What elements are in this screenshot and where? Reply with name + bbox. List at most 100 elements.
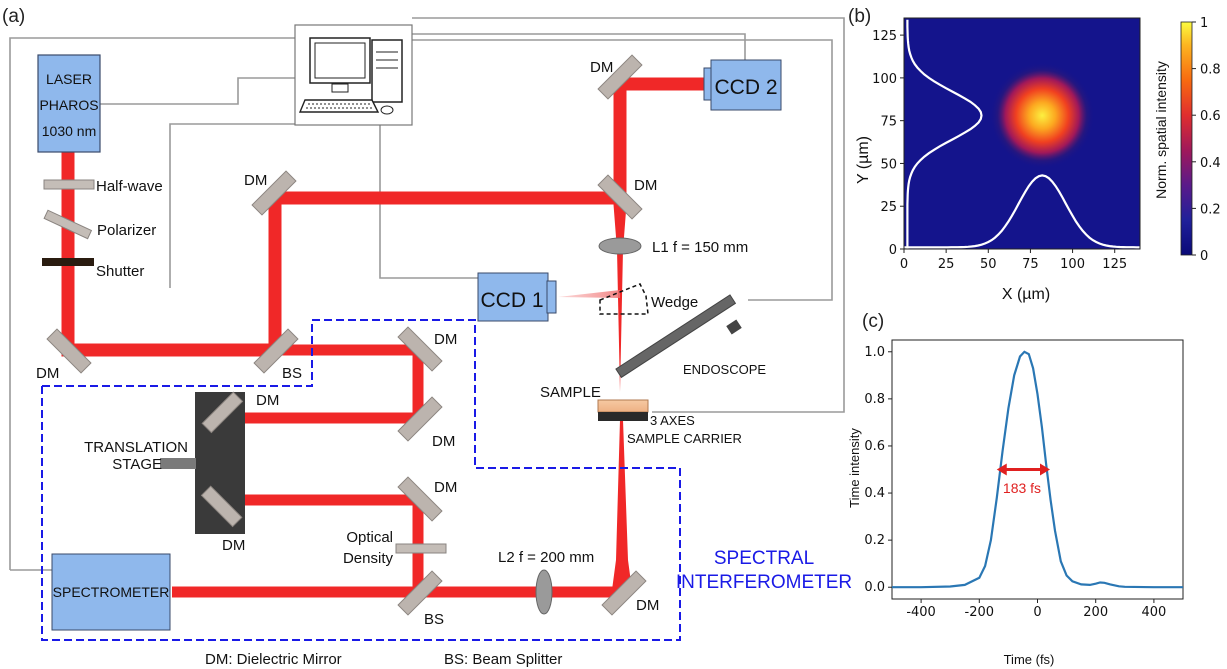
lens-l1	[598, 237, 642, 255]
cables	[9, 17, 845, 571]
x-tick-label: 50	[980, 257, 997, 272]
shutter	[42, 258, 94, 266]
colorbar-tick-label: 0.2	[1200, 202, 1221, 217]
heatmap-frame	[903, 17, 1141, 250]
sample-label: SAMPLE	[540, 384, 601, 401]
x-tick-label: -400	[906, 605, 936, 620]
pulse-curve	[892, 350, 1183, 589]
y-tick-label: 0.2	[864, 533, 885, 548]
computer-icon	[294, 24, 413, 126]
colorbar-tick-label: 0.4	[1200, 156, 1221, 171]
polarizer	[43, 209, 93, 240]
ccd1-camera: CCD 1	[477, 272, 620, 322]
y-tick-label: 125	[872, 29, 897, 44]
od-label-2: Density	[343, 550, 394, 567]
dm-label: DM	[222, 537, 245, 554]
y-profile-curve	[906, 19, 983, 249]
colorbar-tick-label: 0	[1200, 249, 1208, 264]
endoscope-label: ENDOSCOPE	[683, 362, 766, 377]
half-wave-label: Half-wave	[96, 178, 163, 195]
fwhm-arrow-left	[996, 463, 1007, 476]
dm-label: DM	[244, 172, 267, 189]
dm-label: DM	[434, 479, 457, 496]
y-tick-label: 0.6	[864, 439, 885, 454]
interferometer-label-1: SPECTRAL	[714, 548, 814, 569]
laser-line-2: PHAROS	[39, 97, 98, 113]
y-tick-label: 100	[872, 72, 897, 87]
dm-label: DM	[590, 59, 613, 76]
line-ylabel: Time intensity	[847, 428, 862, 508]
x-tick-label: 125	[1102, 257, 1127, 272]
dm-label: DM	[634, 177, 657, 194]
bs-label: BS	[424, 611, 444, 628]
y-tick-label: 25	[880, 200, 897, 215]
polarizer-label: Polarizer	[97, 222, 156, 239]
heatmap-xlabel: X (µm)	[1002, 286, 1050, 303]
dm-label: DM	[636, 597, 659, 614]
colorbar-tick-label: 0.6	[1200, 109, 1221, 124]
x-tick-label: 100	[1060, 257, 1085, 272]
colorbar-tick-label: 0.8	[1200, 63, 1221, 78]
focused-beam-2	[612, 420, 632, 590]
translation-stage: TRANSLATION STAGE	[84, 391, 245, 534]
x-tick-label: -200	[965, 605, 995, 620]
lens-l2	[535, 569, 553, 615]
y-tick-label: 75	[880, 115, 897, 130]
y-tick-label: 0.8	[864, 392, 885, 407]
line-xlabel: Time (fs)	[1004, 652, 1055, 667]
od-label-1: Optical	[346, 529, 393, 546]
laser-line-3: 1030 nm	[42, 123, 96, 139]
ccd1-label: CCD 1	[480, 289, 543, 312]
mirrors	[46, 54, 647, 616]
dm-label: DM	[256, 392, 279, 409]
setup-diagram: (a)	[2, 6, 852, 668]
fwhm-arrow-right	[1040, 463, 1051, 476]
y-tick-label: 1.0	[864, 345, 885, 360]
legend-bs: BS: Beam Splitter	[444, 651, 562, 668]
spectrometer-label: SPECTROMETER	[53, 584, 170, 600]
interferometer-boundary	[41, 319, 681, 641]
x-tick-label: 0	[1033, 605, 1041, 620]
laser-source: LASER PHAROS 1030 nm	[37, 54, 101, 153]
lens-l1-label: L1 f = 150 mm	[652, 239, 748, 256]
mirror-labels: DM DM DM DM BS DM DM DM DM DM BS DM	[36, 59, 659, 628]
colorbar	[1180, 21, 1193, 256]
carrier-label-2: SAMPLE CARRIER	[627, 431, 742, 446]
x-profile-curve	[904, 174, 1140, 249]
x-tick-label: 400	[1141, 605, 1166, 620]
half-wave-plate	[43, 179, 95, 190]
panel-label-a: (a)	[2, 6, 25, 27]
carrier-label-1: 3 AXES	[650, 413, 695, 428]
x-tick-label: 25	[938, 257, 955, 272]
endoscope: ENDOSCOPE	[615, 294, 766, 379]
spectrometer	[51, 553, 171, 631]
wedge-label: Wedge	[651, 294, 698, 311]
heatmap-ylabel: Y (µm)	[855, 136, 872, 184]
colorbar-tick-label: 1	[1200, 16, 1208, 31]
optical-density-filter	[395, 543, 447, 554]
bs-label: BS	[282, 365, 302, 382]
fwhm-label: 183 fs	[1003, 480, 1041, 496]
shutter-label: Shutter	[96, 263, 144, 280]
panel-label-c: (c)	[862, 311, 884, 332]
x-tick-label: 200	[1083, 605, 1108, 620]
lens-l2-label: L2 f = 200 mm	[498, 549, 594, 566]
x-tick-label: 75	[1022, 257, 1039, 272]
legend-dm: DM: Dielectric Mirror	[205, 651, 342, 668]
x-tick-label: 0	[900, 257, 908, 272]
dm-label: DM	[36, 365, 59, 382]
laser-line-1: LASER	[46, 71, 92, 87]
dm-label: DM	[434, 331, 457, 348]
interferometer-label-2: INTERFEROMETER	[676, 572, 852, 593]
ccd2-label: CCD 2	[714, 76, 777, 99]
beam-spot	[989, 62, 1095, 169]
y-tick-label: 50	[880, 157, 897, 172]
y-tick-label: 0.4	[864, 486, 885, 501]
wedge	[599, 283, 649, 315]
sample: SAMPLE 3 AXES SAMPLE CARRIER	[540, 384, 742, 446]
